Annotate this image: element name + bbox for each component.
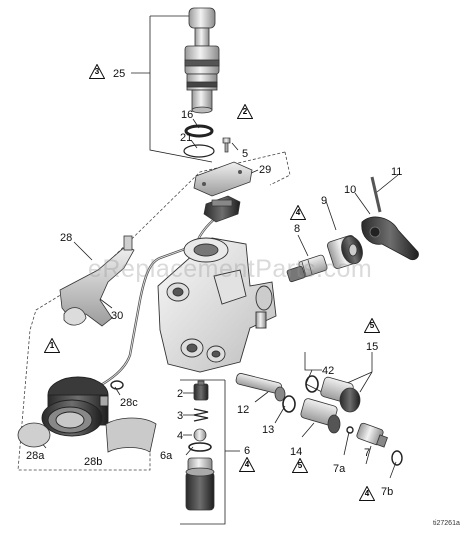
- oring-16-part: [184, 124, 214, 138]
- oring-21-part: [183, 144, 215, 158]
- plate-29-part: [193, 161, 253, 197]
- warning-triangle-4: 4: [238, 456, 256, 472]
- watermark-text: eReplacementParts.com: [88, 255, 373, 283]
- warning-number: 3: [94, 67, 100, 76]
- warning-triangle-4: 4: [358, 485, 376, 501]
- warning-triangle-2: 2: [236, 103, 254, 119]
- cap-15-part: [320, 376, 361, 413]
- callout-11: 11: [391, 166, 403, 178]
- callout-3: 3: [177, 410, 184, 422]
- callout-29: 29: [259, 164, 272, 176]
- callout-9: 9: [321, 195, 328, 207]
- callout-28b: 28b: [84, 456, 103, 468]
- pin-11-part: [370, 176, 382, 213]
- callout-6a: 6a: [160, 450, 173, 462]
- leader-lines: [39, 15, 399, 525]
- callout-7a: 7a: [333, 463, 346, 475]
- fitting-8-part: [286, 254, 328, 283]
- callout-4: 4: [177, 430, 184, 442]
- warning-triangle-3: 3: [88, 63, 106, 79]
- triangle-icon: [358, 485, 376, 501]
- warning-triangle-5: 5: [363, 317, 381, 333]
- oring-6a-part: [188, 442, 212, 452]
- warning-number: 5: [369, 321, 375, 330]
- fitting-7-part: [356, 422, 388, 448]
- callout-2: 2: [177, 388, 184, 400]
- disc-28a-part: [17, 422, 51, 448]
- callout-30: 30: [111, 310, 124, 322]
- triangle-icon: [236, 103, 254, 119]
- callout-13: 13: [262, 424, 275, 436]
- callout-28a: 28a: [26, 450, 45, 462]
- callout-7b: 7b: [381, 486, 394, 498]
- warning-triangle-1: 1: [43, 337, 61, 353]
- warning-number: 1: [49, 341, 55, 350]
- lever-10-part: [361, 216, 419, 260]
- warning-number: 4: [244, 460, 250, 469]
- sleeve-28b-part: [105, 417, 157, 453]
- valve-body-part: [157, 237, 277, 373]
- warning-number: 4: [295, 208, 301, 217]
- callout-10: 10: [344, 184, 357, 196]
- oring-13-part: [282, 395, 296, 413]
- ball-4-part: [193, 428, 207, 442]
- fitting-14-part: [300, 398, 341, 434]
- ring-7a-part: [346, 426, 354, 434]
- warning-number: 2: [242, 107, 248, 116]
- warning-number: 4: [364, 489, 370, 498]
- triangle-icon: [88, 63, 106, 79]
- spring-3-part: [193, 408, 209, 422]
- callout-8: 8: [294, 223, 301, 235]
- warning-triangle-4: 4: [289, 204, 307, 220]
- callout-7: 7: [364, 447, 371, 459]
- callout-14: 14: [290, 446, 303, 458]
- callout-42: 42: [322, 365, 335, 377]
- callout-12: 12: [237, 404, 250, 416]
- oring-42-part: [305, 375, 319, 393]
- warning-triangle-5: 5: [291, 457, 309, 473]
- dashed-group-outline: [17, 151, 286, 471]
- triangle-icon: [363, 317, 381, 333]
- part-2: [193, 380, 209, 401]
- callout-28: 28: [60, 232, 73, 244]
- oring-28c-part: [110, 380, 124, 390]
- screw-5-part: [222, 137, 231, 153]
- sensor-block-part: [203, 195, 241, 223]
- triangle-icon: [289, 204, 307, 220]
- tube-12-part: [235, 373, 286, 402]
- callout-25: 25: [113, 68, 126, 80]
- callout-15: 15: [366, 341, 379, 353]
- callout-5: 5: [242, 148, 249, 160]
- triangle-icon: [291, 457, 309, 473]
- warning-number: 5: [297, 461, 303, 470]
- cartridge-assembly-part: [184, 7, 220, 114]
- triangle-icon: [43, 337, 61, 353]
- bracket-30-part: [59, 235, 135, 327]
- knob-9-part: [326, 234, 363, 270]
- filter-housing-part: [41, 376, 109, 437]
- oring-7b-part: [391, 450, 403, 466]
- callout-28c: 28c: [120, 397, 138, 409]
- valve-6-part: [185, 457, 215, 511]
- callout-21: 21: [180, 132, 193, 144]
- document-id: ti27261a: [433, 520, 460, 527]
- triangle-icon: [238, 456, 256, 472]
- callout-16: 16: [181, 109, 194, 121]
- callout-6: 6: [244, 445, 251, 457]
